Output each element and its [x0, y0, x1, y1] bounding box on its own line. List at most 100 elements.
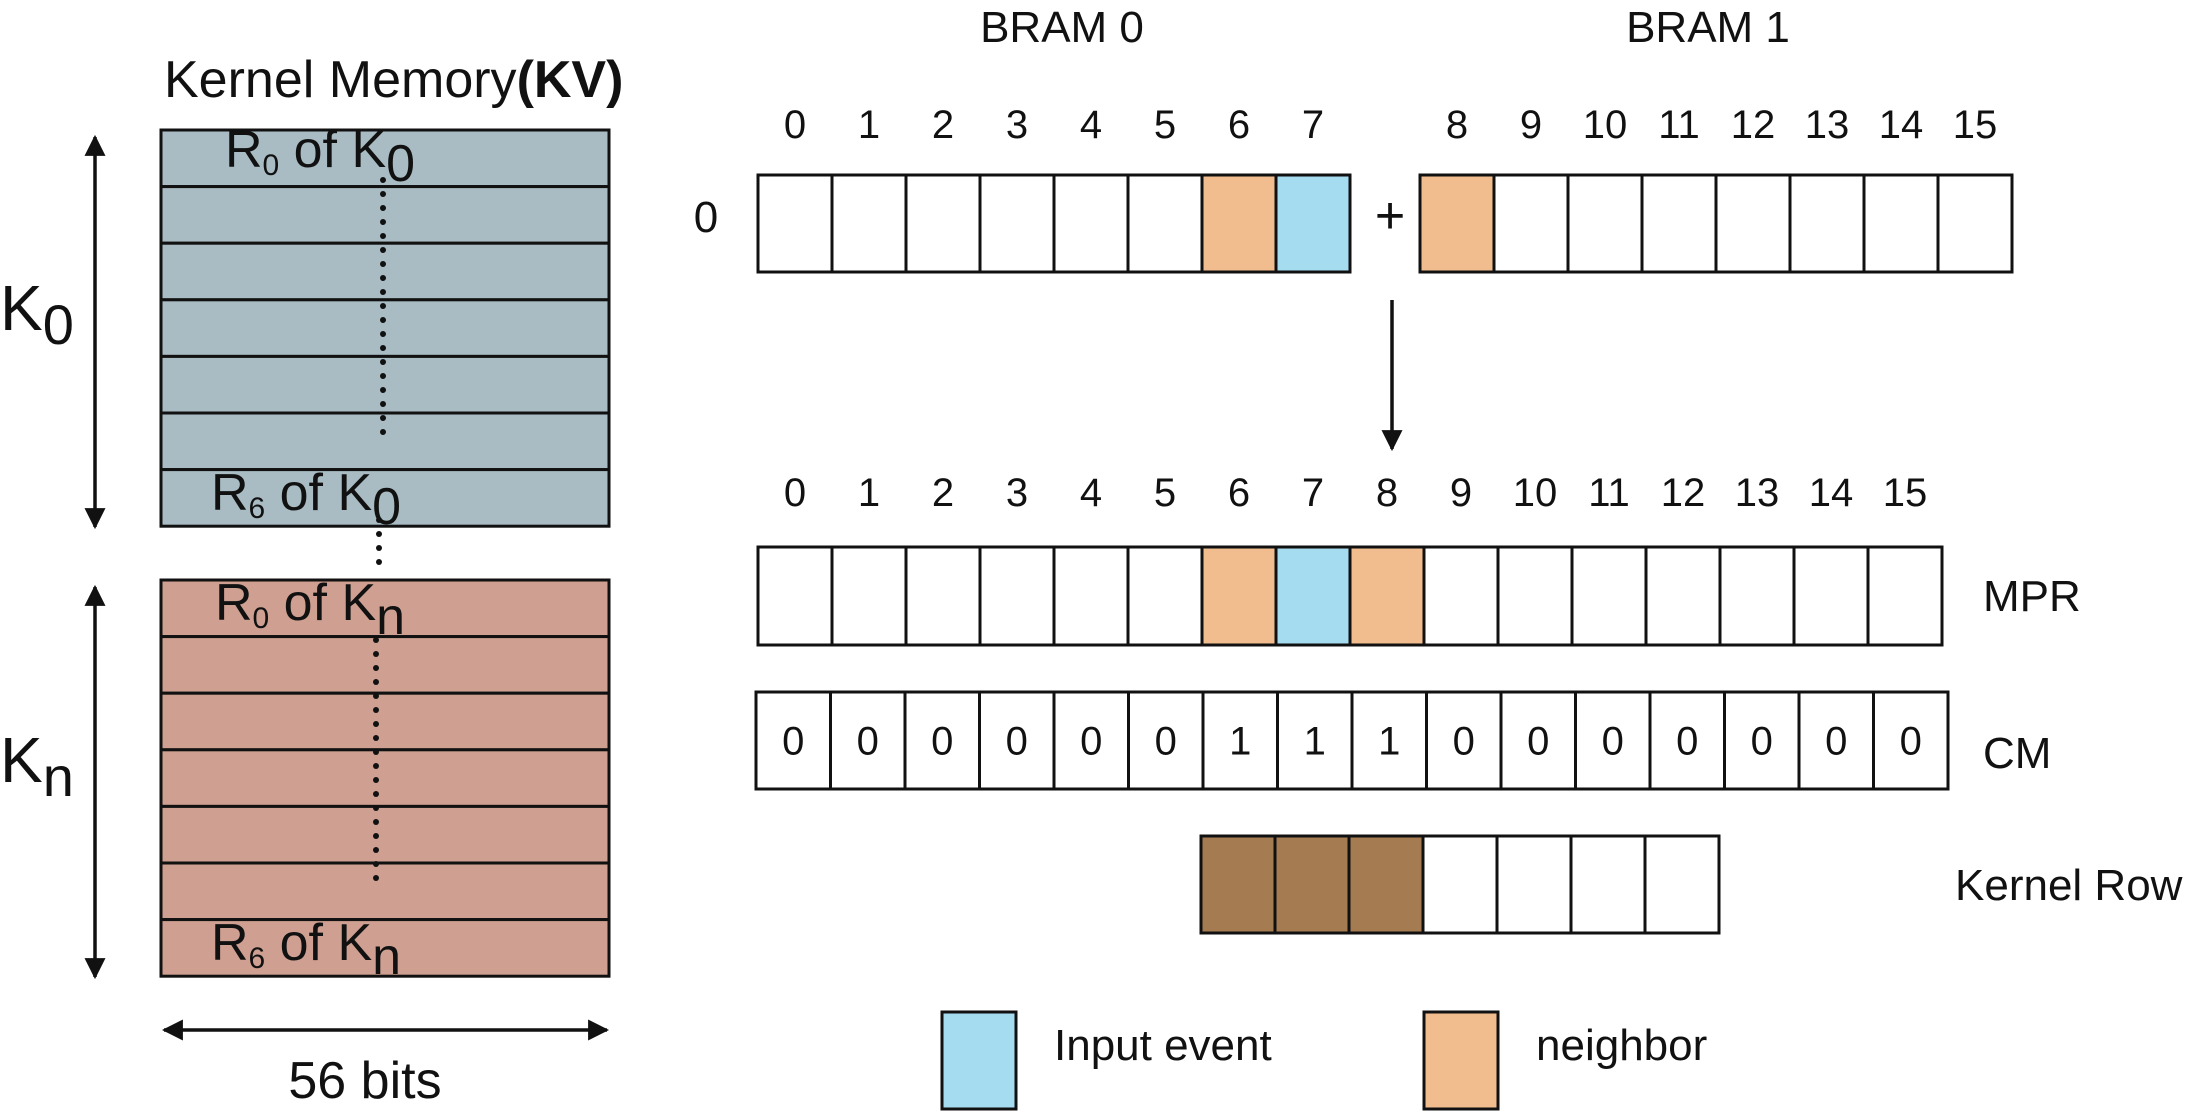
dot	[380, 387, 386, 393]
bram1-index-3: 11	[1658, 103, 1700, 147]
mpr-cell-7	[1274, 545, 1352, 647]
k0-last-row-label: R6 of K0	[211, 464, 401, 536]
width-label: 56 bits	[288, 1052, 441, 1110]
dot	[373, 665, 379, 671]
bram1-index-7: 15	[1953, 103, 1998, 147]
dot	[380, 191, 386, 197]
kernel-row-cell-5	[1569, 834, 1647, 935]
bram1-cell-7	[1936, 173, 2014, 274]
dot	[380, 303, 386, 309]
dot	[373, 805, 379, 811]
cm-cell-14	[1797, 690, 1875, 791]
dot	[373, 875, 379, 881]
legend-label-0: Input event	[1054, 1021, 1272, 1070]
mpr-cell-12	[1644, 545, 1722, 647]
bram1-cell-5	[1788, 173, 1866, 274]
cm-cell-4	[1052, 690, 1130, 791]
mpr-index-2: 2	[932, 471, 954, 515]
cm-value-4: 0	[1080, 720, 1102, 764]
mpr-cell-1	[830, 545, 908, 647]
dot	[373, 777, 379, 783]
bram0-index-1: 1	[858, 103, 880, 147]
dot	[380, 205, 386, 211]
mpr-index-4: 4	[1080, 471, 1102, 515]
cm-value-12: 0	[1676, 720, 1698, 764]
mpr-cell-9	[1422, 545, 1500, 647]
mpr-cell-2	[904, 545, 982, 647]
dot	[380, 275, 386, 281]
dot	[373, 735, 379, 741]
dot	[380, 415, 386, 421]
bram0-cell-4	[1052, 173, 1130, 274]
mpr-index-0: 0	[784, 471, 806, 515]
mpr-index-12: 12	[1661, 471, 1706, 515]
bram0-cell-2	[904, 173, 982, 274]
bram0-cell-7	[1274, 173, 1352, 274]
legend-swatch-0	[940, 1010, 1018, 1111]
k0-row-5	[159, 411, 611, 472]
dot	[380, 331, 386, 337]
cm-cell-13	[1723, 690, 1801, 791]
bram0-cell-5	[1126, 173, 1204, 274]
bram1-index-5: 13	[1805, 103, 1850, 147]
bram1-label: BRAM 1	[1626, 3, 1790, 52]
dot	[376, 559, 382, 565]
bram0-index-3: 3	[1006, 103, 1028, 147]
cm-label: CM	[1983, 729, 2051, 778]
cm-value-5: 0	[1155, 720, 1177, 764]
mpr-index-10: 10	[1513, 471, 1558, 515]
mpr-cell-3	[978, 545, 1056, 647]
dot	[373, 819, 379, 825]
dot	[373, 833, 379, 839]
dot	[376, 517, 382, 523]
bram0-index-4: 4	[1080, 103, 1102, 147]
bram0-cell-3	[978, 173, 1056, 274]
dot	[380, 261, 386, 267]
mpr-cell-0	[756, 545, 834, 647]
mpr-cell-10	[1496, 545, 1574, 647]
kernel-row	[1199, 834, 1721, 935]
k0-first-row-label: R0 of K0	[225, 121, 415, 193]
cm-value-11: 0	[1602, 720, 1624, 764]
cm-value-14: 0	[1825, 720, 1847, 764]
bram0-index-6: 6	[1228, 103, 1250, 147]
mpr-index-5: 5	[1154, 471, 1176, 515]
bram1-row	[1418, 173, 2014, 274]
k0-label: K0	[0, 272, 74, 356]
mpr-index-7: 7	[1302, 471, 1324, 515]
dot	[380, 233, 386, 239]
dot	[373, 651, 379, 657]
dot	[373, 847, 379, 853]
bram0-index-2: 2	[932, 103, 954, 147]
mpr-index-1: 1	[858, 471, 880, 515]
kernel-row-cell-4	[1495, 834, 1573, 935]
plus-sign: +	[1375, 187, 1405, 245]
row-ellipsis-dots	[373, 177, 386, 881]
cm-cell-11	[1574, 690, 1652, 791]
dot	[380, 359, 386, 365]
cm-value-3: 0	[1006, 720, 1028, 764]
dot	[373, 763, 379, 769]
kernel-row-cell-3	[1421, 834, 1499, 935]
kn-row-5	[159, 861, 611, 922]
kn-row-0	[159, 578, 611, 639]
kernel-row-cell-6	[1643, 834, 1721, 935]
bram1-cell-6	[1862, 173, 1940, 274]
k0-row-0	[159, 128, 611, 189]
dot	[373, 637, 379, 643]
cm-value-6: 1	[1229, 720, 1251, 764]
cm-value-15: 0	[1900, 720, 1922, 764]
dot	[380, 219, 386, 225]
cm-value-13: 0	[1751, 720, 1773, 764]
cm-value-9: 0	[1453, 720, 1475, 764]
kn-row-6	[159, 918, 611, 978]
bram1-cell-0	[1418, 173, 1496, 274]
legend-swatch-1	[1422, 1010, 1500, 1111]
bram0-index-7: 7	[1302, 103, 1324, 147]
mpr-index-15: 15	[1883, 471, 1928, 515]
mpr-index-8: 8	[1376, 471, 1398, 515]
mpr-cell-8	[1348, 545, 1426, 647]
bram0-label: BRAM 0	[980, 3, 1144, 52]
